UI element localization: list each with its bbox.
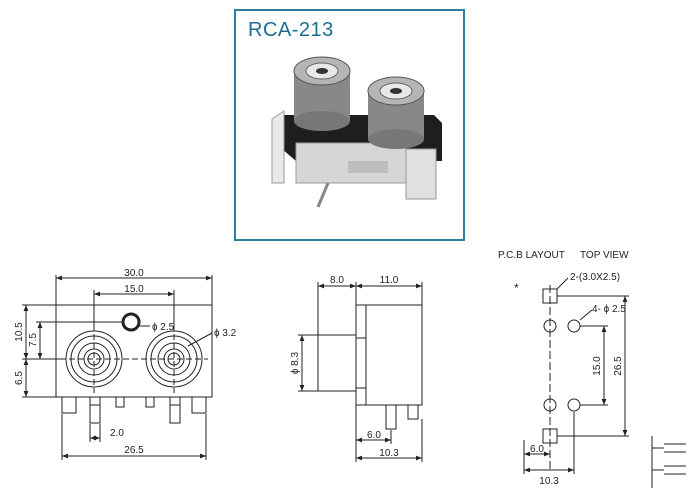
schematic-symbol [651, 436, 686, 488]
terminal-pin [316, 182, 330, 208]
product-title: RCA-213 [248, 19, 334, 41]
pcb-view: TOP VIEW [580, 250, 629, 261]
side-pin [385, 404, 397, 430]
left-jack-bottom [294, 111, 350, 131]
front-tab-left [61, 396, 77, 414]
housing-slot [348, 161, 388, 173]
dim-total-depth: 10.3 [379, 448, 399, 459]
side-tab [407, 404, 419, 420]
dim-height-lower: 6.5 [14, 371, 25, 385]
side-view [298, 282, 423, 462]
pcb-hole-label: 4- ɸ 2.5 [592, 304, 626, 315]
dim-barrel-dia: ɸ 8.3 [290, 351, 301, 374]
dim-height-upper: 10.5 [14, 322, 25, 342]
housing-side [271, 110, 285, 184]
dim-depth-body: 11.0 [380, 275, 399, 286]
mounting-hole [121, 312, 141, 332]
dim-jack-dia: ɸ 3.2 [214, 328, 237, 339]
housing-leg [405, 148, 437, 200]
dim-spacing: 15.0 [124, 284, 144, 295]
dim-pin-offset: 6.0 [367, 430, 381, 441]
dim-width-base: 26.5 [124, 445, 144, 456]
dim-height-inner: 7.5 [28, 333, 39, 347]
front-view [22, 275, 213, 460]
side-barrel [317, 334, 357, 392]
pcb-pad-label: 2-(3.0X2.5) [570, 272, 620, 283]
dim-width-overall: 30.0 [124, 268, 144, 279]
pcb-heading: P.C.B LAYOUT [498, 250, 565, 261]
pcb-hole-4 [567, 398, 581, 412]
front-tab-right [191, 396, 207, 414]
product-photo-frame: RCA-213 [234, 9, 465, 241]
pcb-dim-offset: 6.0 [530, 444, 544, 455]
right-jack-bottom [368, 129, 424, 149]
pcb-hole-3 [543, 398, 557, 412]
dim-hole-dia: ɸ 2.5 [152, 322, 175, 333]
pcb-hole-2 [567, 319, 581, 333]
pcb-dim-height: 26.5 [613, 356, 624, 376]
pcb-layout [523, 277, 686, 488]
dim-depth-front: 8.0 [330, 275, 344, 286]
dim-pin-pitch: 2.0 [110, 428, 124, 439]
pcb-dim-spacing: 15.0 [592, 356, 603, 376]
front-pin-2 [169, 396, 181, 424]
pcb-dim-width: 10.3 [539, 476, 559, 487]
right-jack-hole [390, 88, 402, 94]
pcb-star: * [514, 281, 519, 295]
pcb-hole-1 [543, 319, 557, 333]
left-jack-hole [316, 68, 328, 74]
product-photo [271, 56, 442, 208]
front-pin-1 [89, 396, 101, 424]
